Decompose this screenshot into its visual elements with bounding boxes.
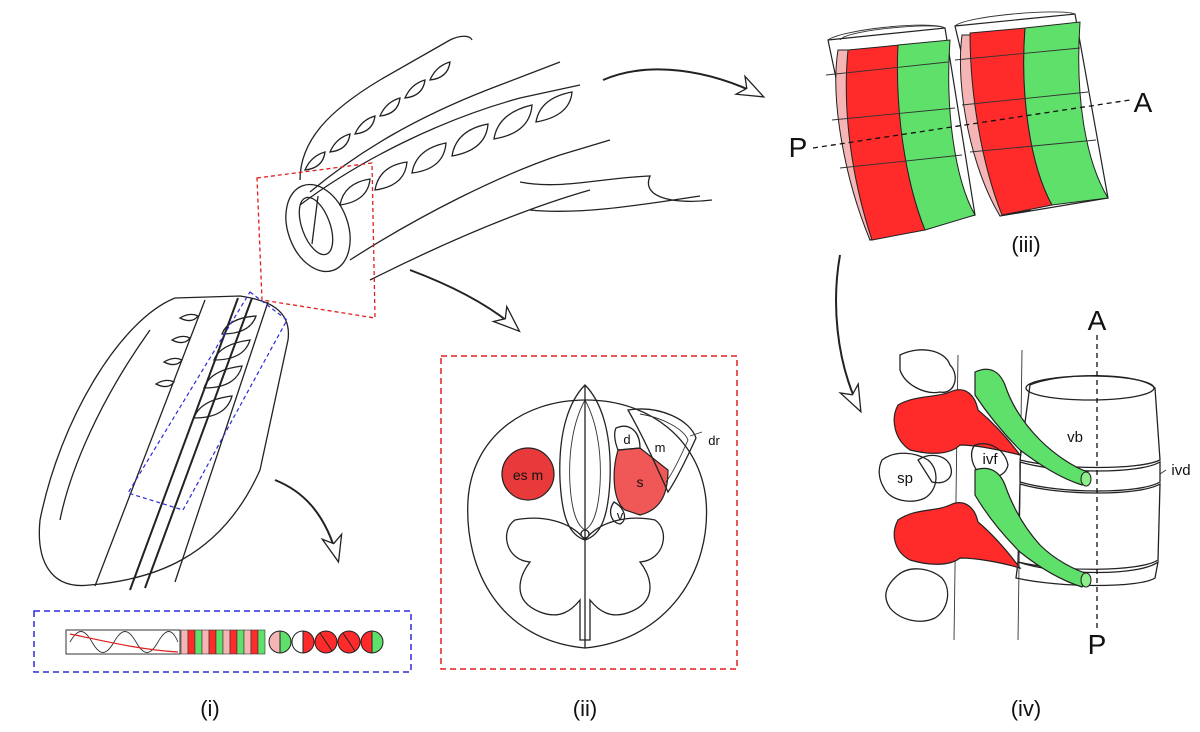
label-a-iv: A bbox=[1088, 305, 1107, 336]
rib-lower bbox=[974, 467, 1089, 588]
sclerotome-shape bbox=[613, 447, 669, 516]
split-circles bbox=[268, 630, 384, 654]
label-a-iii: A bbox=[1134, 87, 1153, 118]
panel-iii: A P (iii) bbox=[789, 11, 1153, 257]
panel-i-frame bbox=[33, 610, 412, 673]
somites-upper-small bbox=[303, 61, 451, 171]
label-dr: dr bbox=[708, 433, 720, 448]
neural-arch-lower bbox=[893, 502, 1022, 570]
selection-frame-blue bbox=[127, 291, 288, 511]
arrow-to-panel-iv bbox=[835, 254, 862, 414]
label-esm: es m bbox=[513, 467, 543, 483]
panel-i: (i) bbox=[33, 610, 412, 721]
split-circle bbox=[291, 630, 315, 654]
label-m: m bbox=[655, 440, 666, 455]
panel-i-caption: (i) bbox=[200, 696, 220, 721]
panel-iv: vb ivd ivf sp A P (iv) bbox=[878, 305, 1191, 721]
vertebral-body-lower bbox=[1015, 482, 1161, 587]
rib-upper bbox=[974, 368, 1089, 486]
label-p-iii: P bbox=[789, 132, 808, 163]
label-ivd: ivd bbox=[1171, 462, 1190, 479]
arrow-to-panel-iii bbox=[602, 68, 766, 98]
arrows bbox=[274, 68, 862, 564]
panel-iv-caption: (iv) bbox=[1011, 696, 1042, 721]
split-circle bbox=[360, 630, 384, 654]
segment-block-1 bbox=[825, 24, 976, 241]
panel-ii-caption: (ii) bbox=[573, 696, 597, 721]
segment-stripes bbox=[180, 629, 266, 655]
segment-block-2 bbox=[954, 11, 1109, 217]
somites-lower-small bbox=[154, 313, 199, 388]
selection-frame-red bbox=[256, 162, 376, 319]
label-d: d bbox=[623, 432, 630, 447]
split-circle bbox=[337, 630, 361, 654]
arrow-to-panel-i bbox=[274, 479, 343, 564]
somites-upper-large bbox=[339, 91, 573, 206]
label-sp: sp bbox=[897, 470, 913, 487]
embryo-upper-drawing bbox=[256, 35, 713, 319]
panel-iii-caption: (iii) bbox=[1011, 232, 1040, 257]
label-ivf: ivf bbox=[983, 451, 999, 468]
split-circle bbox=[314, 630, 338, 654]
panel-ii-frame bbox=[440, 355, 738, 670]
embryo-lower-drawing bbox=[38, 291, 290, 591]
arrow-to-panel-ii bbox=[409, 269, 521, 333]
epaxial-muscle-circle bbox=[501, 447, 555, 501]
label-vb: vb bbox=[1067, 429, 1083, 446]
somites-lower-large bbox=[193, 315, 257, 419]
neural-arch-upper bbox=[893, 389, 1022, 456]
label-v: v bbox=[617, 508, 624, 523]
split-circle bbox=[268, 630, 292, 654]
label-p-iv: P bbox=[1088, 629, 1107, 660]
label-s: s bbox=[637, 474, 644, 490]
panel-ii: es m s d v m dr (ii) bbox=[440, 355, 738, 721]
